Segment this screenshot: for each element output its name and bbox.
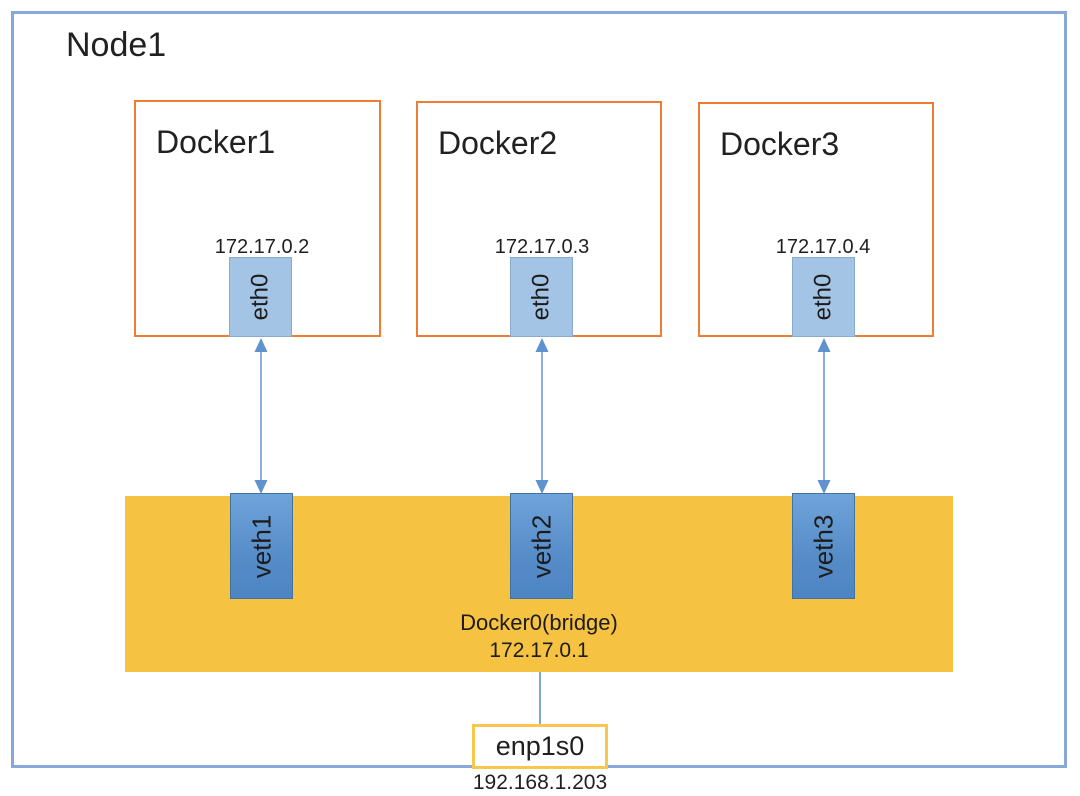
eth0-label: eth0 — [809, 273, 837, 321]
eth0-label: eth0 — [527, 273, 555, 321]
veth3-label: veth3 — [808, 514, 839, 578]
eth0-interface-box: eth0 — [510, 257, 573, 337]
host-interface-box: enp1s0 — [472, 724, 608, 769]
container-title: Docker2 — [438, 125, 558, 161]
host-interface-label: enp1s0 — [495, 731, 585, 761]
container-title: Docker3 — [720, 126, 840, 162]
veth2-interface-box: veth2 — [510, 493, 573, 599]
veth1-interface-box: veth1 — [230, 493, 293, 599]
container-ip-label: 172.17.0.3 — [494, 236, 590, 258]
eth0-interface-box: eth0 — [229, 257, 292, 337]
eth0-interface-box: eth0 — [792, 257, 855, 337]
container-title: Docker1 — [156, 124, 276, 160]
veth3-interface-box: veth3 — [792, 493, 855, 599]
bridge-to-hostif-connector — [539, 672, 541, 725]
eth0-veth1-arrow-icon — [254, 338, 268, 494]
eth0-veth2-arrow-icon — [535, 338, 549, 494]
veth1-label: veth1 — [246, 514, 277, 578]
bridge-name-label: Docker0(bridge) — [460, 610, 618, 635]
container-ip-label: 172.17.0.4 — [775, 236, 871, 258]
node-title: Node1 — [66, 26, 167, 64]
veth2-label: veth2 — [526, 514, 557, 578]
eth0-veth3-arrow-icon — [817, 338, 831, 494]
bridge-ip-label: 172.17.0.1 — [489, 639, 589, 662]
container-ip-label: 172.17.0.2 — [214, 236, 310, 258]
host-ip-label: 192.168.1.203 — [472, 771, 608, 794]
eth0-label: eth0 — [246, 273, 274, 321]
container-box-docker3: Docker3 — [698, 102, 934, 337]
